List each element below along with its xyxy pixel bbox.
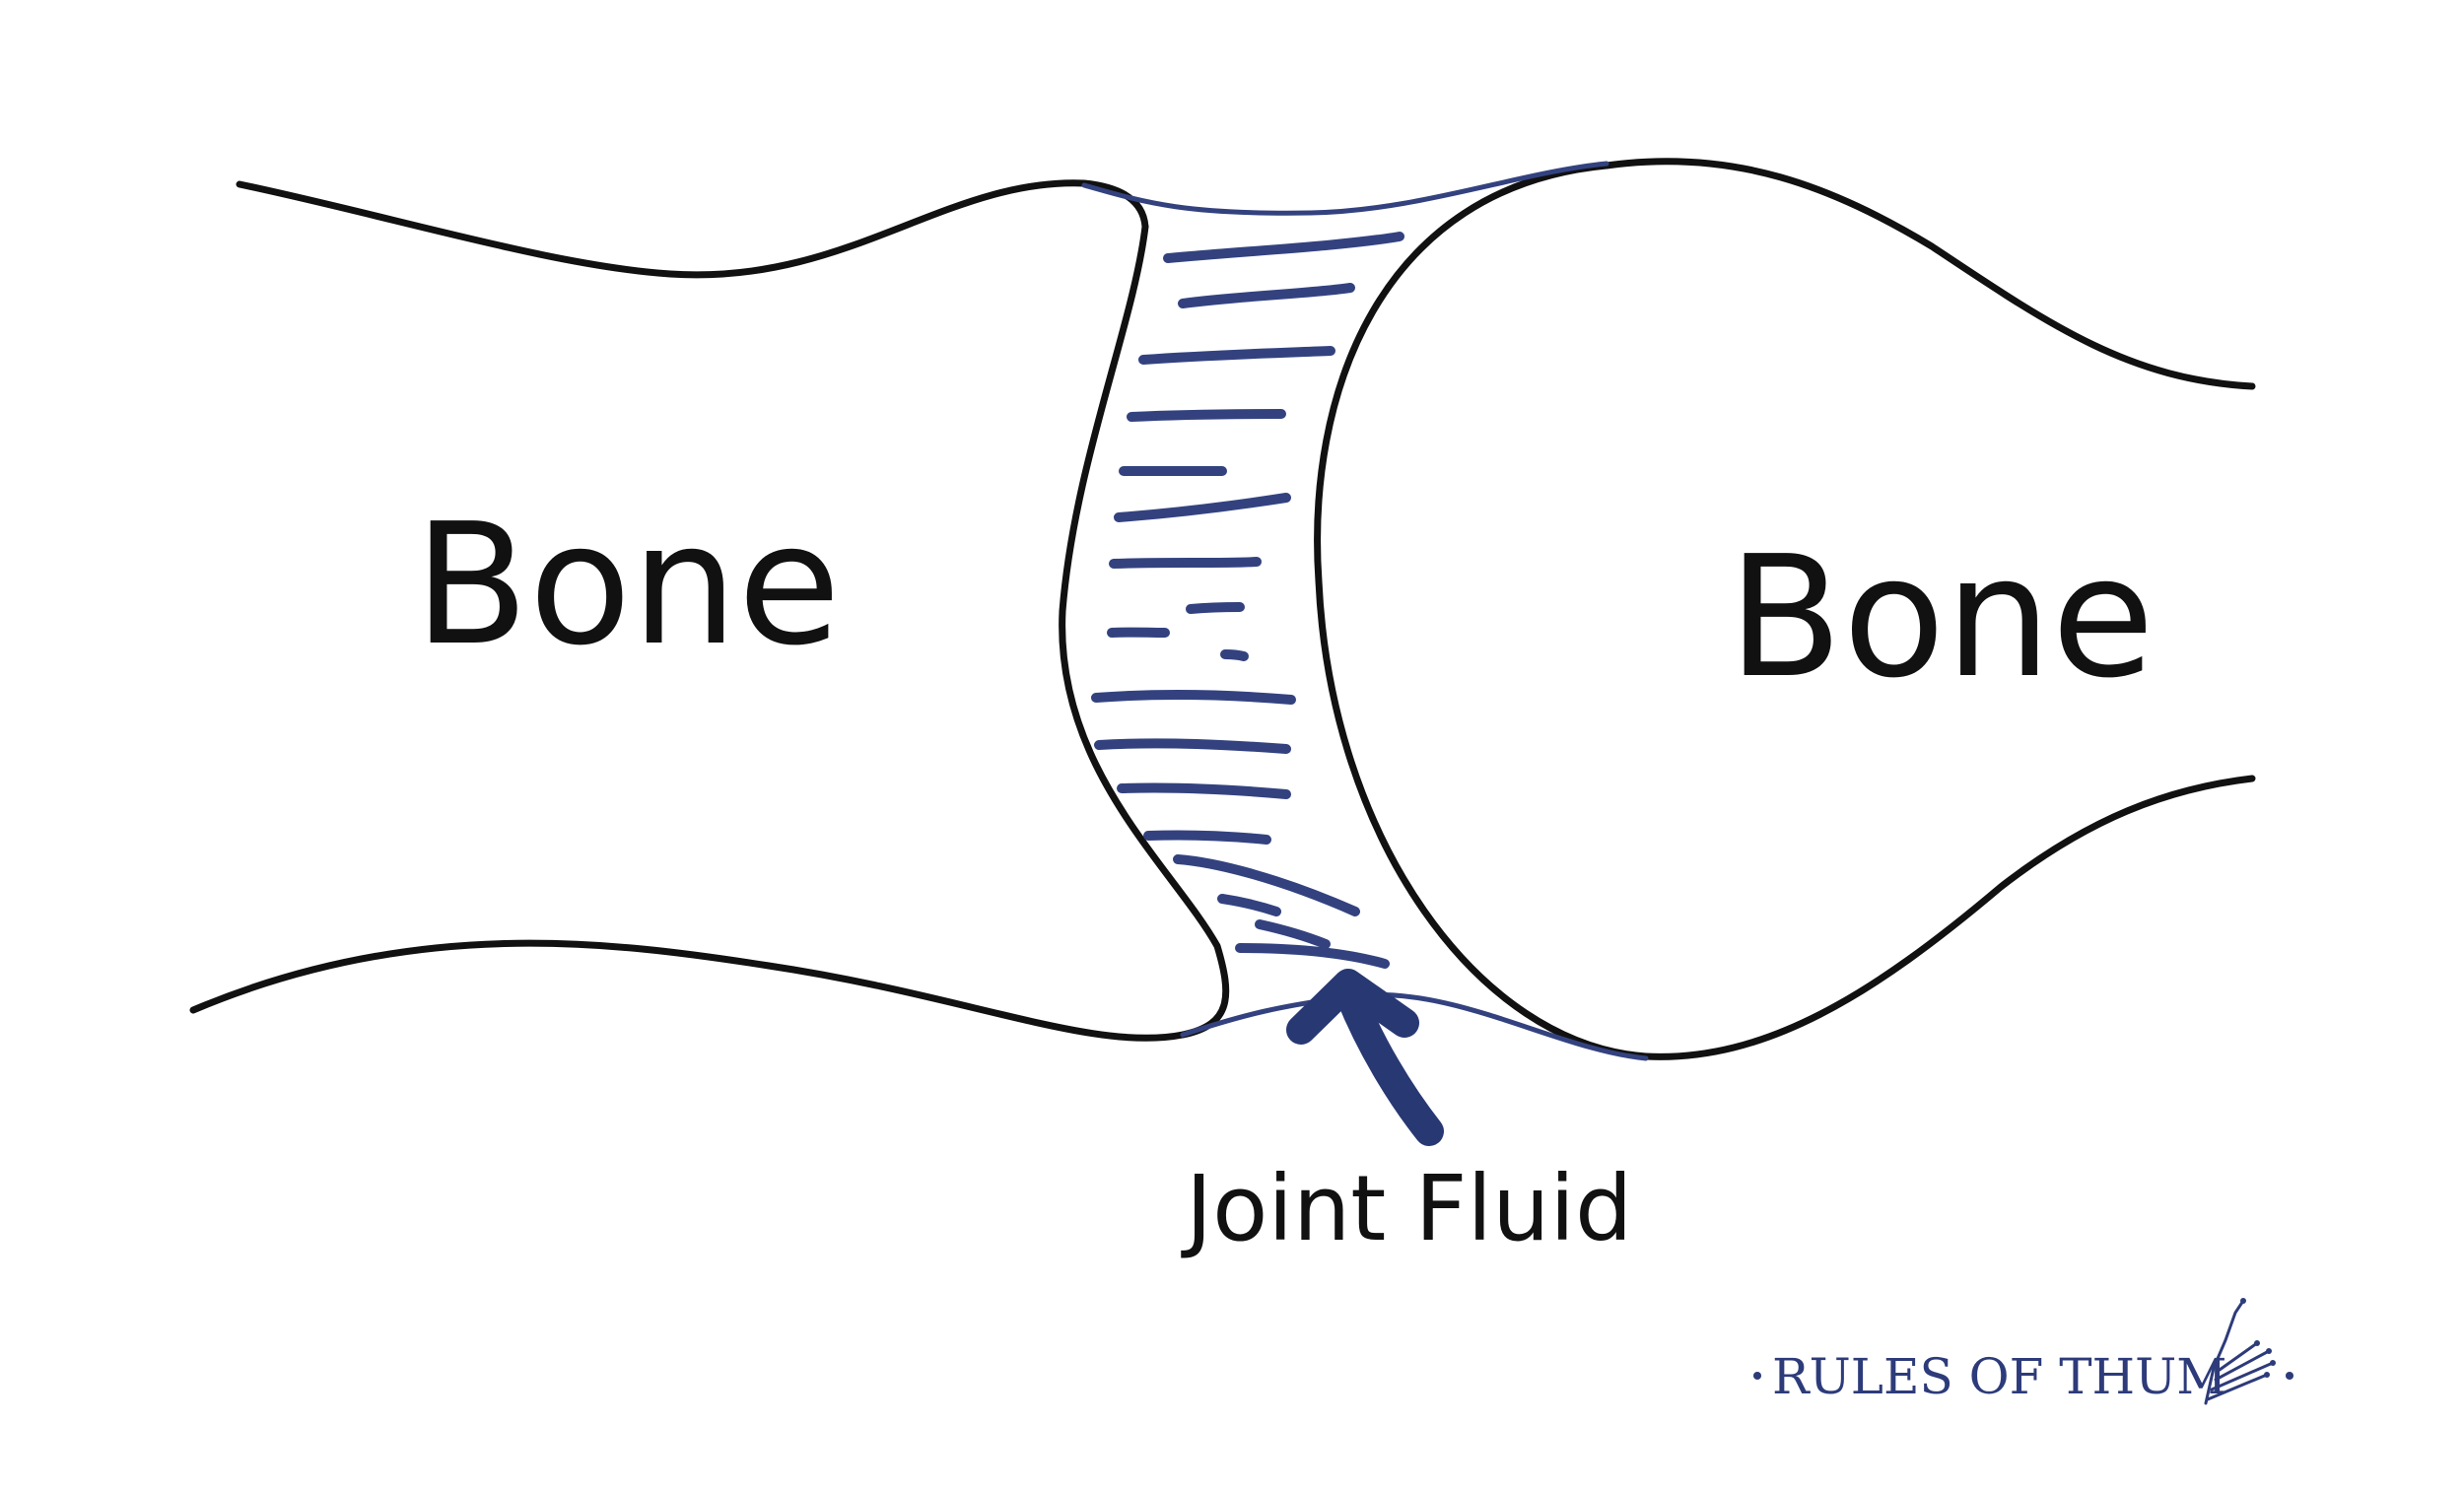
fluid-stroke: [1117, 782, 1291, 799]
fluid-stroke: [1163, 232, 1404, 263]
left-bone-label: Bone: [414, 488, 841, 683]
fluid-stroke: [1143, 830, 1271, 845]
fluid-stroke: [1186, 602, 1245, 614]
brand-text: RULES OF THUM: [1772, 1348, 2227, 1405]
brand-logo: RULES OF THUM: [1753, 1298, 2293, 1405]
fluid-stroke: [1094, 738, 1291, 754]
arrow-shaft: [1335, 981, 1444, 1146]
hand-skeleton-icon: [2204, 1298, 2276, 1405]
joint-fluid-arrow: [1286, 969, 1444, 1146]
left-bone-bottom-edge: [189, 939, 1187, 1042]
brand-left-dot: [1753, 1372, 1761, 1380]
right-bone-label: Bone: [1728, 520, 2155, 715]
fluid-stroke: [1173, 854, 1360, 916]
fluid-stroke: [1235, 943, 1390, 969]
arrow-head: [1286, 969, 1419, 1045]
right-bone-top-edge: [1603, 158, 2256, 390]
fluid-stroke: [1109, 557, 1262, 569]
left-bone-top-edge: [236, 179, 1149, 279]
fluid-stroke: [1255, 919, 1331, 949]
fluid-stroke: [1127, 409, 1286, 422]
joint-fluid-hatching: [1091, 232, 1404, 969]
joint-fluid-label: Joint Fluid: [1181, 1156, 1632, 1261]
fluid-stroke: [1178, 283, 1355, 308]
right-bone-head: [1314, 162, 1650, 1060]
right-bone: [1314, 158, 2256, 1060]
fluid-stroke: [1138, 346, 1335, 365]
brand-right-dot: [2286, 1372, 2293, 1380]
left-bone: [189, 179, 1230, 1042]
capsule-top-line: [1081, 161, 1609, 216]
joint-capsule: [1081, 161, 1649, 1061]
fluid-stroke: [1220, 649, 1249, 661]
fluid-stroke: [1114, 493, 1291, 522]
right-bone-bottom-edge: [1642, 775, 2256, 1060]
left-bone-joint-surface: [1059, 223, 1230, 1039]
fluid-stroke: [1217, 894, 1281, 916]
fluid-stroke: [1091, 690, 1296, 705]
